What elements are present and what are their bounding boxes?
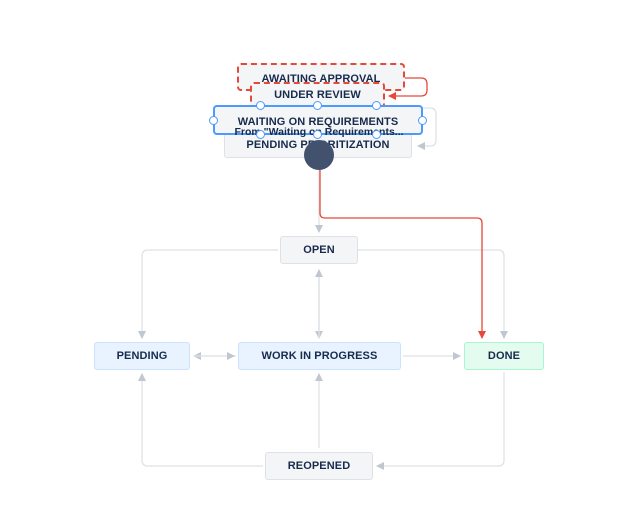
status-label: OPEN xyxy=(303,244,335,256)
status-label: UNDER REVIEW xyxy=(274,89,361,101)
status-done[interactable]: DONE xyxy=(464,342,544,370)
start-node[interactable] xyxy=(304,140,334,170)
resize-handle[interactable] xyxy=(256,130,265,139)
resize-handle[interactable] xyxy=(372,130,381,139)
resize-handle[interactable] xyxy=(372,101,381,110)
resize-handle[interactable] xyxy=(313,130,322,139)
transition-open-to-pending xyxy=(138,249,278,339)
status-reopened[interactable]: REOPENED xyxy=(265,452,373,480)
transition-open-to-done xyxy=(358,249,508,339)
resize-handle[interactable] xyxy=(256,101,265,110)
transition-done-to-reopened xyxy=(376,372,505,470)
status-pending[interactable]: PENDING xyxy=(94,342,190,370)
transition-waiting-loop xyxy=(417,107,437,150)
resize-handle[interactable] xyxy=(313,101,322,110)
status-label: REOPENED xyxy=(287,460,351,472)
resize-handle[interactable] xyxy=(209,116,218,125)
status-label: WORK IN PROGRESS xyxy=(261,350,378,362)
status-label: PENDING xyxy=(116,350,168,362)
transition-reopened-to-pending xyxy=(138,373,263,467)
transition-highlight-to-done xyxy=(319,166,486,339)
status-label: DONE xyxy=(487,350,521,362)
transition-highlight-loop xyxy=(388,77,428,100)
status-open[interactable]: OPEN xyxy=(280,236,358,264)
status-work-in-progress[interactable]: WORK IN PROGRESS xyxy=(238,342,401,370)
resize-handle[interactable] xyxy=(418,116,427,125)
